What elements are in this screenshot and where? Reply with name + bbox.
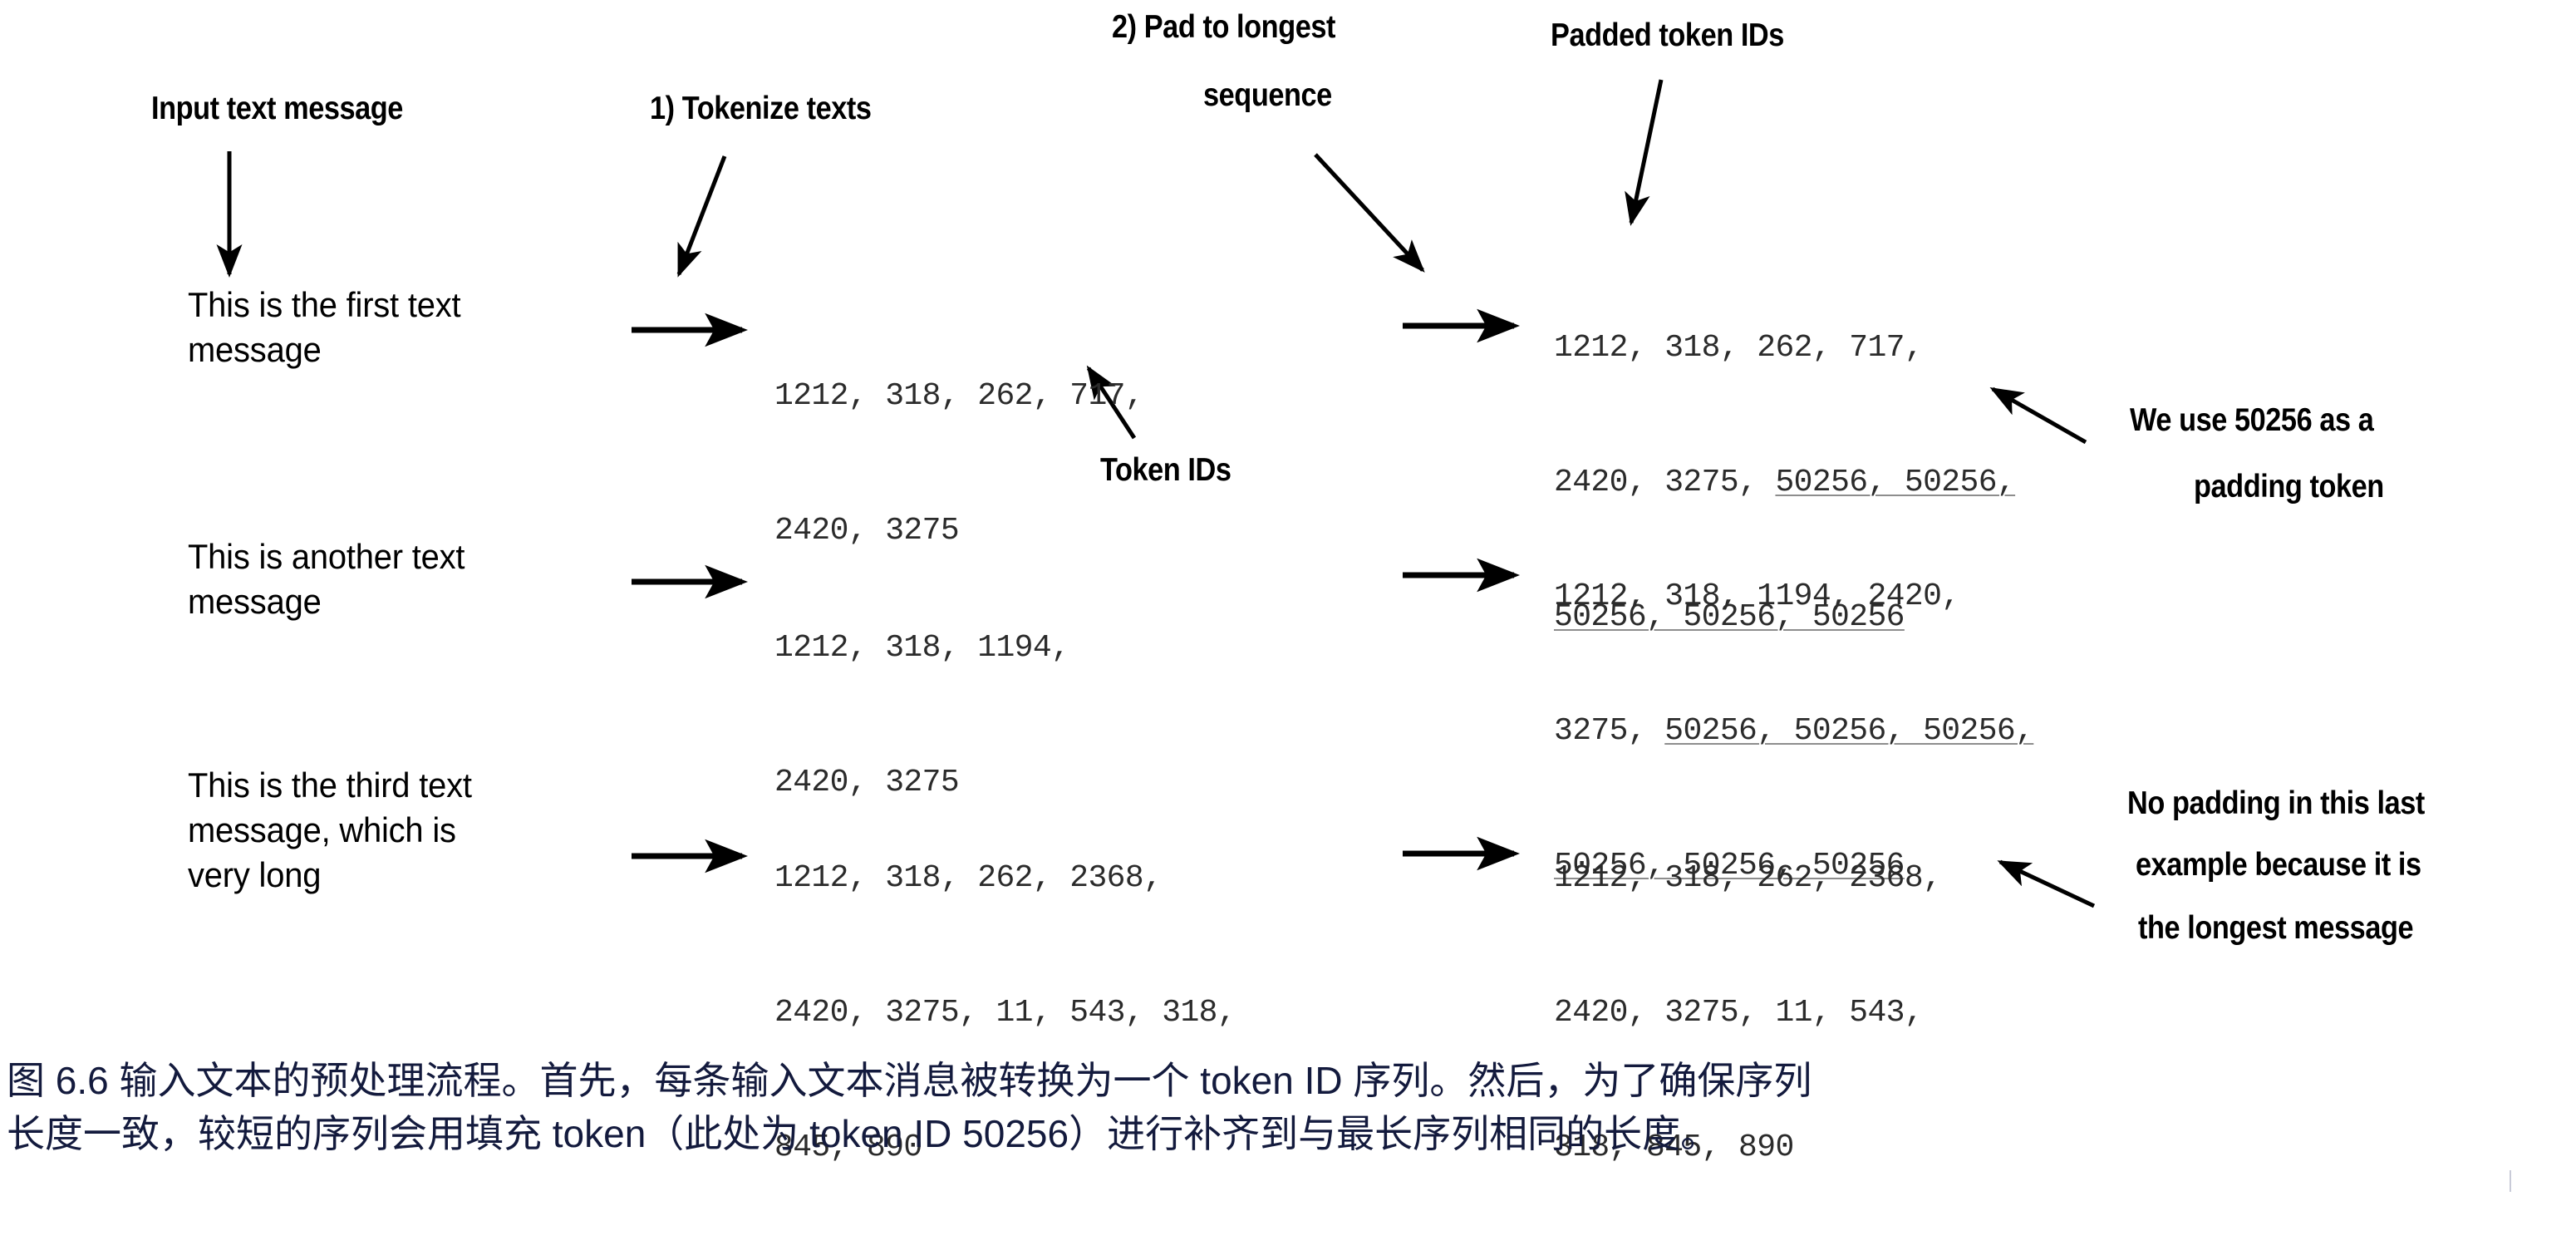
input-message-line: This is the third text <box>188 765 472 805</box>
padded-token-ids-row1: 1212, 318, 262, 717, 2420, 3275, 50256, … <box>1554 236 2016 730</box>
heading-padded-token-ids: Padded token IDs <box>1551 17 1784 53</box>
token-ids-line: 2420, 3275 <box>774 513 960 549</box>
input-message-row2: This is another text message <box>188 534 465 624</box>
input-message-line: This is another text <box>188 537 465 576</box>
token-ids-row3: 1212, 318, 262, 2368, 2420, 3275, 11, 54… <box>774 766 1236 1260</box>
padded-token-ids-row3: 1212, 318, 262, 2368, 2420, 3275, 11, 54… <box>1554 766 1942 1260</box>
padding-token-span: 50256, 50256, <box>1775 465 2016 500</box>
token-ids-row2: 1212, 318, 1194, 2420, 3275 <box>774 536 1070 895</box>
padded-token-ids-row2: 1212, 318, 1194, 2420, 3275, 50256, 5025… <box>1554 485 2034 978</box>
token-ids-line: 845, 890 <box>774 1130 922 1165</box>
label-token-ids: Token IDs <box>1100 452 1231 488</box>
padded-token-ids-line: 2420, 3275, 11, 543, <box>1554 995 1924 1031</box>
input-message-line: This is the first text <box>188 285 461 324</box>
input-message-row3: This is the third text message, which is… <box>188 763 472 898</box>
padded-token-ids-line: 1212, 318, 262, 2368, <box>1554 860 1942 896</box>
token-ids-line: 2420, 3275, 11, 543, 318, <box>774 995 1236 1031</box>
arrow-token-ids-label <box>1086 365 1137 440</box>
token-ids-line: 1212, 318, 262, 717, <box>774 378 1144 414</box>
input-message-line: message <box>188 582 322 621</box>
annotation-no-padding-line1: No padding in this last <box>2127 785 2425 821</box>
token-ids-line: 1212, 318, 262, 2368, <box>774 860 1163 896</box>
token-ids-line: 1212, 318, 1194, <box>774 630 1070 666</box>
arrow-padding-note <box>1989 386 2087 445</box>
token-ids-row1: 1212, 318, 262, 717, 2420, 3275 <box>774 284 1144 643</box>
arrow-pad-to-longest-sequence <box>1314 153 1425 273</box>
figure-caption: 图 6.6 输入文本的预处理流程。首先，每条输入文本消息被转换为一个 token… <box>7 1054 2562 1160</box>
heading-pad-to-longest-line2: sequence <box>1203 77 1332 113</box>
token-ids-line: 2420, 3275 <box>774 765 960 800</box>
page-edge-tick <box>2510 1170 2511 1192</box>
annotation-padding-note-line2: padding token <box>2194 469 2384 504</box>
input-message-line: very long <box>188 855 322 894</box>
padded-token-ids-line: 50256, 50256, 50256 <box>1554 844 2033 888</box>
caption-line-1: 图 6.6 输入文本的预处理流程。首先，每条输入文本消息被转换为一个 token… <box>7 1059 1812 1102</box>
figure-canvas: Input text message 1) Tokenize texts 2) … <box>7 9 2562 1192</box>
padded-token-ids-line: 318, 845, 890 <box>1554 1130 1794 1165</box>
annotation-padding-note-line1: We use 50256 as a <box>2130 402 2374 438</box>
padding-token-span: 50256, 50256, 50256, <box>1664 713 2034 749</box>
padding-token-span: 50256, 50256, 50256 <box>1554 848 1905 883</box>
input-message-line: message, which is <box>188 810 456 849</box>
padding-token-span: 50256, 50256, 50256 <box>1554 599 1905 635</box>
arrow-layer <box>216 79 2096 908</box>
annotation-no-padding-line3: the longest message <box>2138 910 2414 946</box>
caption-line-2: 长度一致，较短的序列会用填充 token（此处为 token ID 50256）… <box>7 1112 1719 1155</box>
arrow-tokenize-texts <box>676 155 727 278</box>
annotation-no-padding-line2: example because it is <box>2136 847 2421 883</box>
padded-token-ids-line: 1212, 318, 262, 717, <box>1554 330 1924 366</box>
padded-token-ids-line: 2420, 3275, 50256, 50256, <box>1554 465 2016 500</box>
padded-token-ids-line: 1212, 318, 1194, 2420, <box>1554 578 1960 614</box>
arrow-padded-token-ids <box>1625 79 1664 226</box>
heading-input-text-message: Input text message <box>151 91 403 126</box>
arrow-no-padding-note <box>1997 859 2096 908</box>
input-message-row1: This is the first text message <box>188 283 461 372</box>
padded-token-ids-line: 50256, 50256, 50256 <box>1554 595 2015 640</box>
heading-tokenize-texts: 1) Tokenize texts <box>650 91 872 126</box>
padded-token-ids-line: 3275, 50256, 50256, 50256, <box>1554 713 2034 749</box>
heading-pad-to-longest-line1: 2) Pad to longest <box>1112 9 1336 45</box>
input-message-line: message <box>188 330 322 369</box>
